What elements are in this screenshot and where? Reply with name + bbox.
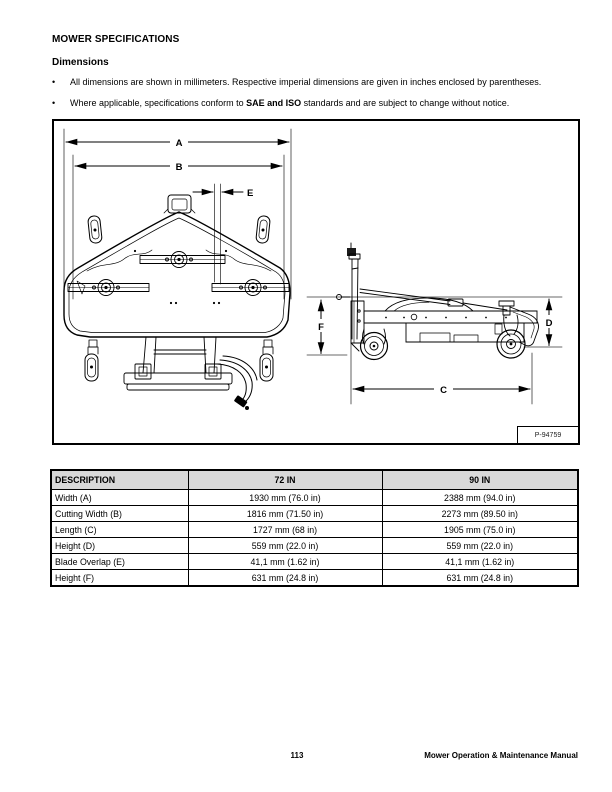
rear-caster-assembly [496, 300, 539, 359]
caster-wheel-front-left [87, 215, 103, 244]
dimension-label-E: E [247, 188, 253, 199]
hydraulic-hoses [216, 355, 258, 410]
note-text: Where applicable, specifications conform… [70, 98, 509, 109]
dimension-label-C: C [440, 385, 447, 396]
extension-lines-top-view [63, 128, 292, 300]
table-cell: 1905 mm (75.0 in) [381, 521, 579, 538]
deck-outline [63, 211, 291, 338]
table-row: Height (F) 631 mm (24.8 in) 631 mm (24.8… [50, 569, 579, 587]
dimension-label-D: D [546, 318, 553, 329]
table-cell: 41,1 mm (1.62 in) [381, 553, 579, 570]
mower-top-view: A B E [63, 128, 292, 410]
note-text-pre: All dimensions are shown in millimeters.… [70, 77, 542, 87]
dimension-arrow-E: E [192, 188, 253, 199]
table-row: Length (C) 1727 mm (68 in) 1905 mm (75.0… [50, 521, 579, 538]
table-cell: 631 mm (24.8 in) [381, 569, 579, 587]
table-cell: Height (D) [50, 537, 189, 554]
table-cell: Length (C) [50, 521, 189, 538]
column-header-90in: 90 IN [381, 469, 579, 490]
caster-wheel-rear-right [259, 339, 274, 382]
list-item: • Where applicable, specifications confo… [52, 98, 582, 109]
table-cell: 1816 mm (71.50 in) [187, 505, 383, 522]
table-cell: 1727 mm (68 in) [187, 521, 383, 538]
caster-wheel-rear-left [84, 339, 99, 382]
note-text: All dimensions are shown in millimeters.… [70, 77, 541, 88]
column-header-description: DESCRIPTION [50, 469, 189, 490]
page-number: 113 [290, 751, 304, 760]
dimensions-figure: A B E [52, 119, 580, 445]
specifications-table: DESCRIPTION 72 IN 90 IN Width (A) 1930 m… [50, 469, 579, 587]
table-row: Width (A) 1930 mm (76.0 in) 2388 mm (94.… [50, 489, 579, 506]
mower-diagram: A B E [63, 128, 563, 410]
table-cell: Height (F) [50, 569, 189, 587]
dimension-label-F: F [318, 322, 324, 333]
hitch-frame [123, 336, 233, 391]
table-cell: 2388 mm (94.0 in) [381, 489, 579, 506]
figure-reference-number: P-94759 [517, 426, 578, 443]
specifications-table-container: DESCRIPTION 72 IN 90 IN Width (A) 1930 m… [50, 469, 579, 587]
table-cell: Width (A) [50, 489, 189, 506]
dimension-arrow-F: F [313, 299, 329, 354]
table-cell: 1930 mm (76.0 in) [187, 489, 383, 506]
column-header-72in: 72 IN [187, 469, 383, 490]
table-cell: 631 mm (24.8 in) [187, 569, 383, 587]
mower-blade-left [67, 279, 150, 296]
section-title: Dimensions [52, 57, 109, 68]
bullet-icon: • [52, 77, 56, 87]
page-title: MOWER SPECIFICATIONS [52, 34, 180, 45]
table-cell: 559 mm (22.0 in) [381, 537, 579, 554]
table-row: Height (D) 559 mm (22.0 in) 559 mm (22.0… [50, 537, 579, 554]
bullet-icon: • [52, 98, 56, 108]
rail-bolts [385, 316, 507, 319]
manual-title: Mower Operation & Maintenance Manual [424, 751, 578, 760]
notes-list: • All dimensions are shown in millimeter… [52, 77, 582, 119]
table-cell: 559 mm (22.0 in) [187, 537, 383, 554]
table-cell: 2273 mm (89.50 in) [381, 505, 579, 522]
dimension-label-A: A [176, 138, 183, 149]
dimension-label-B: B [176, 162, 183, 173]
table-cell: Cutting Width (B) [50, 505, 189, 522]
table-row: Cutting Width (B) 1816 mm (71.50 in) 227… [50, 505, 579, 522]
note-text-post: standards and are subject to change with… [301, 98, 510, 108]
table-row: Blade Overlap (E) 41,1 mm (1.62 in) 41,1… [50, 553, 579, 570]
note-text-pre: Where applicable, specifications conform… [70, 98, 247, 108]
mower-blade-center [139, 251, 226, 268]
mower-side-view: F D C [306, 242, 563, 405]
dimension-arrow-C: C [352, 382, 531, 396]
dimension-arrow-B: B [74, 159, 283, 173]
deck-holes [133, 249, 228, 305]
dimension-arrow-D: D [541, 298, 557, 346]
table-header-row: DESCRIPTION 72 IN 90 IN [50, 469, 579, 490]
front-wheel [359, 328, 389, 361]
mower-blade-right [211, 279, 290, 296]
table-cell: 41,1 mm (1.62 in) [187, 553, 383, 570]
table-cell: Blade Overlap (E) [50, 553, 189, 570]
list-item: • All dimensions are shown in millimeter… [52, 77, 582, 88]
dimension-arrow-A: A [65, 135, 290, 149]
note-text-bold: SAE and ISO [246, 98, 302, 108]
deck-side-profile [359, 288, 538, 343]
deck-top-bracket [163, 194, 196, 214]
caster-wheel-front-right [255, 215, 271, 244]
